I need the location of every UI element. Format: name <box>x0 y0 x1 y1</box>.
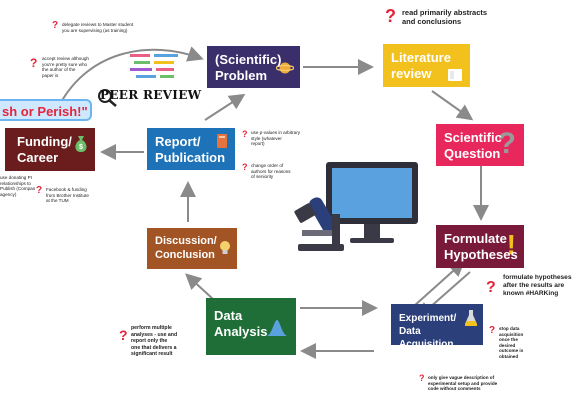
question-mark-icon: ? <box>242 129 248 139</box>
publish-or-perish-banner: sh or Perish!" <box>0 99 92 121</box>
banner-text: sh or Perish!" <box>2 104 88 119</box>
question-mark-icon: ? <box>36 185 43 196</box>
document-stack-icon <box>130 54 178 78</box>
note-funding-2: Facebook & funding from Brother Institut… <box>46 187 89 204</box>
node-funding-label: Funding/ Career <box>17 134 72 165</box>
flask-icon <box>465 310 477 326</box>
node-literature-review: Literature review <box>383 44 470 87</box>
question-mark-icon: ? <box>489 325 496 336</box>
node-scientific-question: Scientific Question ? <box>436 124 524 166</box>
node-experiment-label: Experiment/ Data Acquisition <box>399 313 457 350</box>
node-scientific-problem-label: (Scientific) Problem <box>215 52 282 83</box>
lightbulb-icon <box>220 241 230 254</box>
note-experiment-side: stop data acquisition once the desired o… <box>499 326 524 359</box>
node-literature-review-label: Literature review <box>391 50 451 81</box>
note-analysis: perform multiple analyses - use and repo… <box>131 325 178 358</box>
note-report-side: change order of authors for reasons of s… <box>251 163 291 180</box>
node-discussion-conclusion: Discussion/ Conclusion <box>147 228 237 269</box>
node-scientific-question-label: Scientific Question <box>444 130 502 161</box>
question-mark-icon: ? <box>419 373 425 383</box>
peer-review-graphic: PEER REVIEW <box>96 88 201 108</box>
question-mark-icon: ? <box>385 6 396 26</box>
arrow-analysis-discussion <box>185 273 215 301</box>
node-report-publication: Report/ Publication <box>147 128 235 170</box>
arrow-literature-question <box>431 90 474 121</box>
note-funding-1: use donating PI relationships to Publish… <box>0 175 36 197</box>
arrow-report-problem <box>204 93 246 121</box>
note-accept: accept review although you're pretty sur… <box>42 56 89 78</box>
peer-review-label: PEER REVIEW <box>100 88 202 102</box>
node-formulate-hypotheses: Formulate Hypotheses ! <box>436 225 524 268</box>
book-icon <box>448 69 462 81</box>
note-report-top: use p-values in arbitrary style (whateve… <box>251 130 301 147</box>
svg-text:$: $ <box>79 144 83 151</box>
question-mark-icon: ? <box>242 162 248 172</box>
node-experiment-data-acquisition: Experiment/ Data Acquisition <box>391 304 483 350</box>
computer-microscope-icon <box>294 162 418 251</box>
bell-curve-icon <box>266 320 288 336</box>
node-data-analysis-label: Data Analysis <box>214 308 268 339</box>
note-hypotheses: formulate hypotheses after the results a… <box>503 274 572 298</box>
node-report-label: Report/ Publication <box>155 134 226 165</box>
arrow-experiment-hypotheses-up <box>413 260 465 307</box>
planet-icon <box>276 62 294 74</box>
note-experiment-bottom: only give vague description of experimen… <box>428 375 498 392</box>
question-mark-icon: ? <box>486 279 496 296</box>
arrow-funding-problem <box>59 46 204 105</box>
exclamation-icon: ! <box>506 229 516 260</box>
question-mark-icon: ? <box>30 56 38 70</box>
question-mark-icon: ? <box>119 327 128 343</box>
note-delegate: delegate reviews to Master student you a… <box>62 22 134 33</box>
money-bag-icon: $ <box>75 136 87 152</box>
note-literature: read primarily abstracts and conclusions <box>402 8 488 26</box>
node-discussion-label: Discussion/ Conclusion <box>155 235 217 261</box>
node-data-analysis: Data Analysis <box>206 298 296 355</box>
node-scientific-problem: (Scientific) Problem <box>207 46 300 88</box>
question-mark-icon: ? <box>52 20 59 31</box>
node-formulate-hypotheses-label: Formulate Hypotheses <box>444 231 518 262</box>
notebook-icon <box>217 134 227 148</box>
node-funding-career: Funding/ Career $ <box>5 128 95 171</box>
question-mark-icon: ? <box>497 127 516 160</box>
magnifier-icon <box>98 89 117 107</box>
